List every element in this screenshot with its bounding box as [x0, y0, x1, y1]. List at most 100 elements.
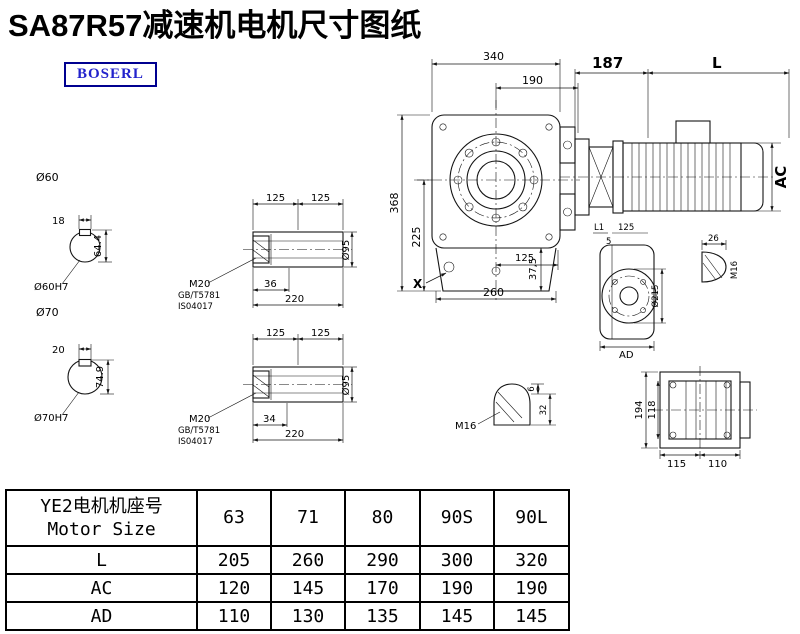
label-hollow-bot-thread: M20 — [189, 414, 210, 425]
label-plug-m16: M16 — [455, 421, 476, 432]
dim-shaft60-keyw: 18 — [52, 216, 65, 227]
dim-output-5: 5 — [606, 237, 611, 247]
table-row-AC: AC 120 145 170 190 190 — [5, 573, 570, 603]
view-output-side: L1 125 5 Ø215 AD — [593, 223, 740, 361]
cell-L-1: 260 — [270, 545, 346, 575]
dim-output-215: Ø215 — [634, 268, 666, 324]
view-shaft-70: Ø70 20 74.9 Ø70H7 — [34, 306, 114, 424]
housing-lower — [435, 247, 557, 292]
dim-output-AD: AD — [599, 341, 655, 361]
svg-text:Ø215: Ø215 — [650, 285, 661, 308]
cell-AD-1: 130 — [270, 601, 346, 631]
dim-front-125: 125 — [495, 250, 559, 270]
dim-shaft60-h: 64.4 — [93, 235, 104, 257]
dim-hollow-bot-l1: 125 — [266, 328, 285, 339]
cell-L-0: 205 — [196, 545, 272, 575]
cell-AD-4: 145 — [493, 601, 570, 631]
terminal-box — [675, 120, 711, 144]
cell-L-4: 320 — [493, 545, 570, 575]
size-col-1: 71 — [270, 489, 346, 547]
section-x-marker: X — [413, 272, 447, 291]
shaft60-keyway — [78, 228, 92, 237]
flange-circle — [449, 133, 543, 227]
svg-text:37,5: 37,5 — [528, 258, 539, 280]
svg-text:32: 32 — [539, 405, 549, 416]
dim-shaft60-height: 64.4 — [92, 229, 112, 263]
label-shaft60-bore: Ø60H7 — [34, 281, 68, 293]
svg-text:110: 110 — [708, 459, 727, 470]
dim-hollow-top-l2: 125 — [311, 193, 330, 204]
dim-rear-194: 194 — [634, 371, 658, 449]
svg-text:225: 225 — [410, 227, 423, 248]
svg-text:L: L — [712, 54, 722, 72]
dim-hollow-bot-l2: 125 — [311, 328, 330, 339]
dim-hollow-top-depth: 36 — [252, 268, 290, 292]
label-shaft70-bore: Ø70H7 — [34, 412, 68, 424]
label-hollow-bot-std2: IS04017 — [178, 437, 213, 447]
table-row-L: L 205 260 290 300 320 — [5, 545, 570, 575]
dim-front-260: 260 — [435, 286, 557, 303]
svg-text:34: 34 — [263, 414, 276, 425]
dim-output-125: 125 — [618, 223, 634, 233]
cell-L-2: 290 — [344, 545, 421, 575]
dim-hollow-top-l1: 125 — [266, 193, 285, 204]
dim-hollow-bot-depth: 34 — [252, 403, 288, 427]
dim-motor-AC: AC — [745, 142, 790, 212]
svg-text:AC: AC — [772, 166, 790, 189]
dim-front-190: 190 — [495, 74, 579, 133]
svg-text:340: 340 — [483, 50, 504, 63]
view-shaft-60: Ø60 18 64.4 Ø60H7 — [34, 171, 112, 293]
technical-drawing: Ø60 18 64.4 Ø60H7 Ø70 — [34, 50, 790, 470]
dim-shaft70-keyw: 20 — [52, 345, 65, 356]
mount-lug-top — [559, 126, 576, 164]
size-col-0: 63 — [196, 489, 272, 547]
motor-size-header-cell: YE2电机机座号 Motor Size — [5, 489, 198, 547]
dim-front-340: 340 — [431, 50, 561, 112]
dim-hollow-bot-total: 220 — [252, 403, 344, 443]
svg-text:368: 368 — [388, 193, 401, 214]
svg-text:260: 260 — [483, 286, 504, 299]
motor-size-header-cn: YE2电机机座号 — [40, 495, 163, 517]
svg-text:187: 187 — [592, 54, 623, 72]
label-hollow-top-thread: M20 — [189, 279, 210, 290]
svg-text:118: 118 — [647, 400, 658, 419]
plug-outline — [493, 383, 531, 426]
svg-text:AD: AD — [619, 350, 634, 361]
output-plug — [701, 251, 727, 283]
view-motor-side: 187 L AC — [560, 54, 790, 216]
dim-shaft60-keyway: 18 — [52, 215, 92, 229]
svg-text:220: 220 — [285, 429, 304, 440]
view-hollow-shaft-top: 125 125 M20 GB/T5781 IS04017 36 — [178, 193, 357, 312]
dim-motor-L: L — [647, 54, 790, 138]
dim-shaft70-h: 74.9 — [95, 366, 106, 388]
dim-hollow-bot-dia: Ø95 — [340, 366, 357, 403]
table-row-AD: AD 110 130 135 145 145 — [5, 601, 570, 631]
cell-AD-0: 110 — [196, 601, 272, 631]
dim-hollow-top-dia: Ø95 — [340, 231, 357, 268]
dim-motor-187: 187 — [574, 54, 649, 138]
row-label-AD: AD — [5, 601, 198, 631]
dim-front-37-5: 37,5 — [528, 247, 543, 292]
output-flange-circle — [601, 268, 657, 324]
shaft70-keyway — [78, 358, 92, 367]
view-gearbox-front: 340 190 368 225 37,5 — [388, 50, 580, 303]
size-col-4: 90L — [493, 489, 570, 547]
label-shaft60: Ø60 — [36, 171, 59, 184]
svg-text:190: 190 — [522, 74, 543, 87]
dim-plug-6: 6 — [527, 383, 556, 395]
page-title: SA87R57减速机电机尺寸图纸 — [8, 8, 422, 43]
label-output-m16: M16 — [730, 261, 740, 279]
cell-AD-2: 135 — [344, 601, 421, 631]
svg-text:X: X — [413, 277, 423, 291]
label-hollow-top-std1: GB/T5781 — [178, 291, 220, 301]
hollow-bottom-bolt — [252, 370, 270, 399]
svg-text:125: 125 — [515, 253, 534, 264]
dim-plug-32: 32 — [531, 393, 556, 426]
svg-text:194: 194 — [634, 400, 645, 419]
fan-cowl — [741, 142, 764, 212]
svg-text:36: 36 — [264, 279, 277, 290]
svg-text:115: 115 — [667, 459, 686, 470]
hollow-top-bolt — [252, 235, 270, 264]
mount-lug-bottom — [559, 193, 576, 231]
